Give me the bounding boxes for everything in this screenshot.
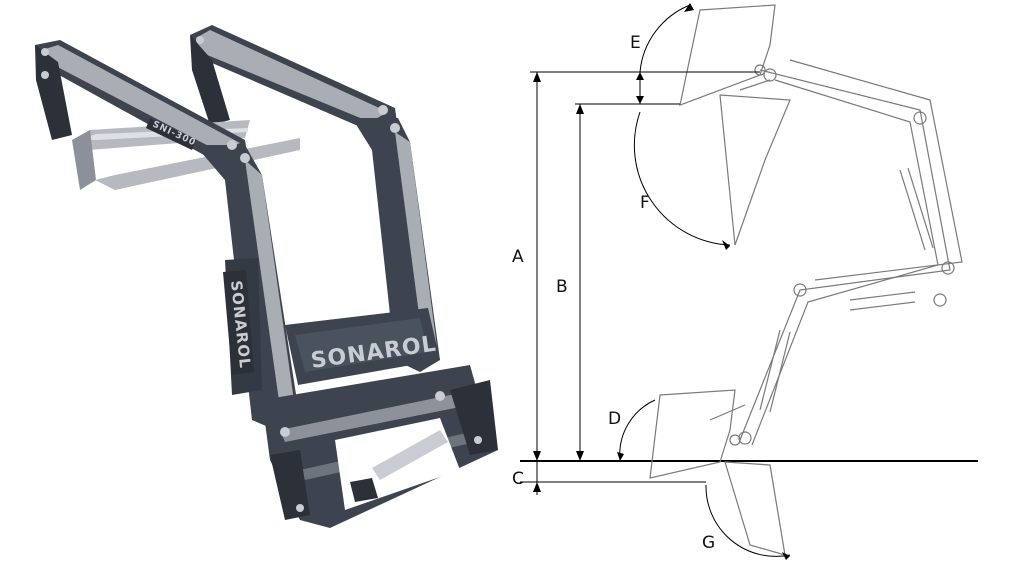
front-boom-arm — [35, 40, 300, 432]
loader-render: SONAROL SNI-300 SONAROL — [35, 25, 498, 528]
dim-label-d: D — [608, 409, 621, 429]
bucket-raised — [679, 4, 791, 246]
dim-label-a: A — [512, 247, 524, 267]
dim-label-b: B — [556, 277, 568, 297]
technical-drawing — [520, 3, 978, 560]
dimension-arrowheads — [533, 72, 644, 492]
dim-label-f: F — [640, 193, 650, 213]
dim-label-c: C — [512, 469, 524, 489]
arc-e — [639, 4, 691, 73]
arc-d — [619, 399, 656, 461]
boom-linkage — [738, 59, 963, 446]
dim-label-e: E — [630, 33, 641, 53]
dimension-lines — [520, 71, 760, 495]
mounting-frame — [262, 365, 498, 528]
dim-label-g: G — [702, 533, 715, 553]
bucket-lowered — [649, 389, 786, 556]
cross-beam: SONAROL — [285, 308, 440, 385]
rear-boom-arm — [190, 25, 440, 372]
arc-g — [705, 484, 791, 557]
arc-f — [633, 111, 731, 246]
